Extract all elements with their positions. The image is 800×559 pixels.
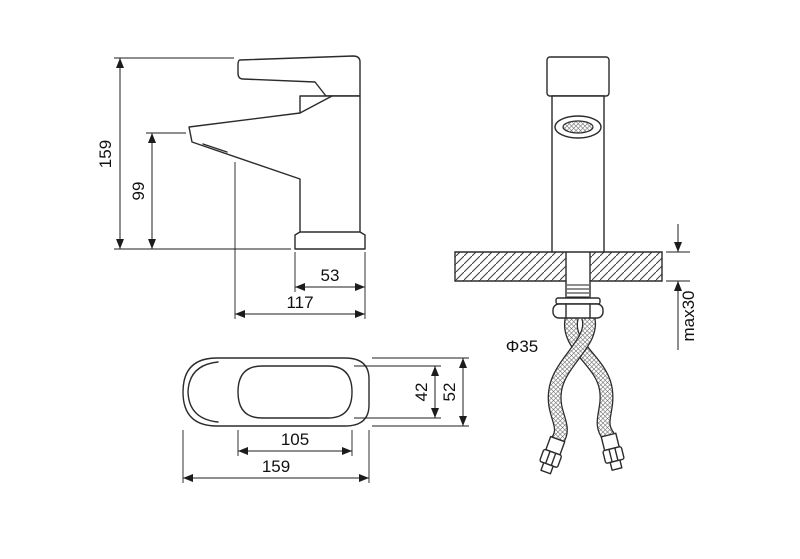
- dim-label-max-counter-thickness: max30: [679, 290, 698, 341]
- front-handle: [546, 56, 610, 97]
- front-view-dimensions: Φ35 max30: [506, 224, 698, 356]
- hose-connector-left: [539, 435, 566, 475]
- side-view-aerator-line: [202, 143, 228, 153]
- dim-label-top-total-length: 159: [262, 457, 290, 476]
- side-view-handle-lever: [237, 55, 361, 97]
- side-view-faucet: [188, 55, 366, 250]
- flexible-hoses: [539, 314, 625, 475]
- dim-label-side-spout-height: 99: [129, 182, 148, 201]
- front-view-faucet: [454, 56, 663, 475]
- top-view-dimensions: 42 52 105 159: [182, 357, 469, 483]
- top-view-faucet: [182, 357, 370, 427]
- dim-label-top-body-width: 52: [440, 383, 459, 402]
- hose-left: [548, 315, 595, 445]
- side-view-body-spout: [188, 95, 366, 250]
- mounting-nut: [552, 303, 604, 319]
- dim-label-hole-diameter: Φ35: [506, 337, 538, 356]
- top-view-left-cap-line: [187, 361, 219, 423]
- hose-right: [565, 315, 614, 441]
- top-view-handle-outline: [237, 365, 353, 419]
- dim-label-top-handle-width: 42: [412, 383, 431, 402]
- dim-label-top-handle-length: 105: [281, 430, 309, 449]
- side-view-dimensions: 159 99 53 117: [96, 57, 366, 319]
- shank-threads: [567, 284, 589, 298]
- countertop-section: [454, 251, 663, 282]
- dim-label-side-base-depth: 53: [321, 266, 340, 285]
- front-view-body: [546, 56, 610, 253]
- side-view-spout-edge-line: [299, 95, 333, 114]
- dim-label-side-total-height: 159: [96, 140, 115, 168]
- hose-connector-right: [600, 432, 625, 471]
- dim-label-side-reach: 117: [286, 293, 313, 312]
- spout-outlet-aerator: [562, 120, 594, 134]
- washer: [555, 297, 601, 305]
